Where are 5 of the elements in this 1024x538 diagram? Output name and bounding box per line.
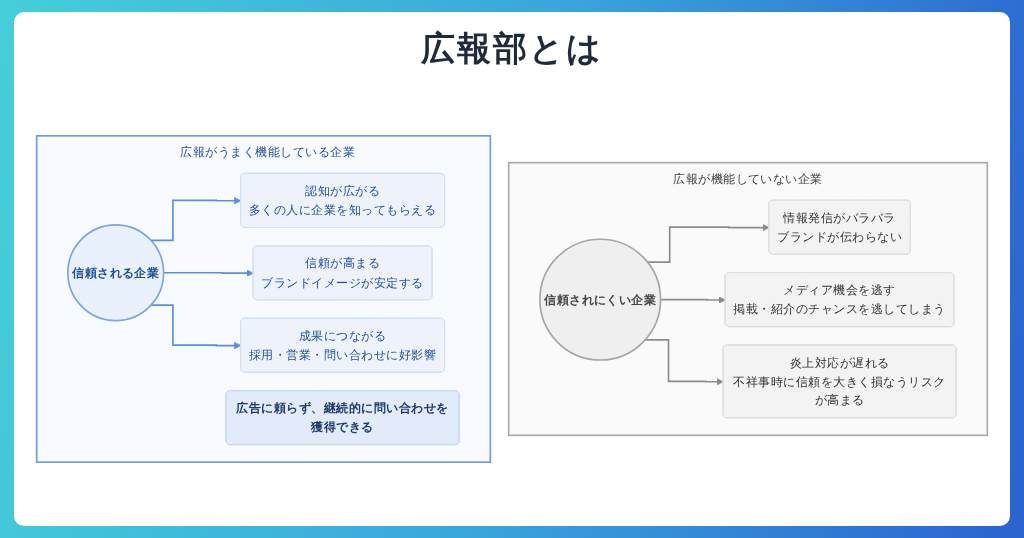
arrow xyxy=(150,197,242,242)
arrow xyxy=(150,304,242,350)
node-circle: 信頼されにくい企業 xyxy=(539,238,662,361)
node-circle: 信頼される企業 xyxy=(67,224,165,322)
diagram-title: 広報部とは xyxy=(421,27,603,70)
